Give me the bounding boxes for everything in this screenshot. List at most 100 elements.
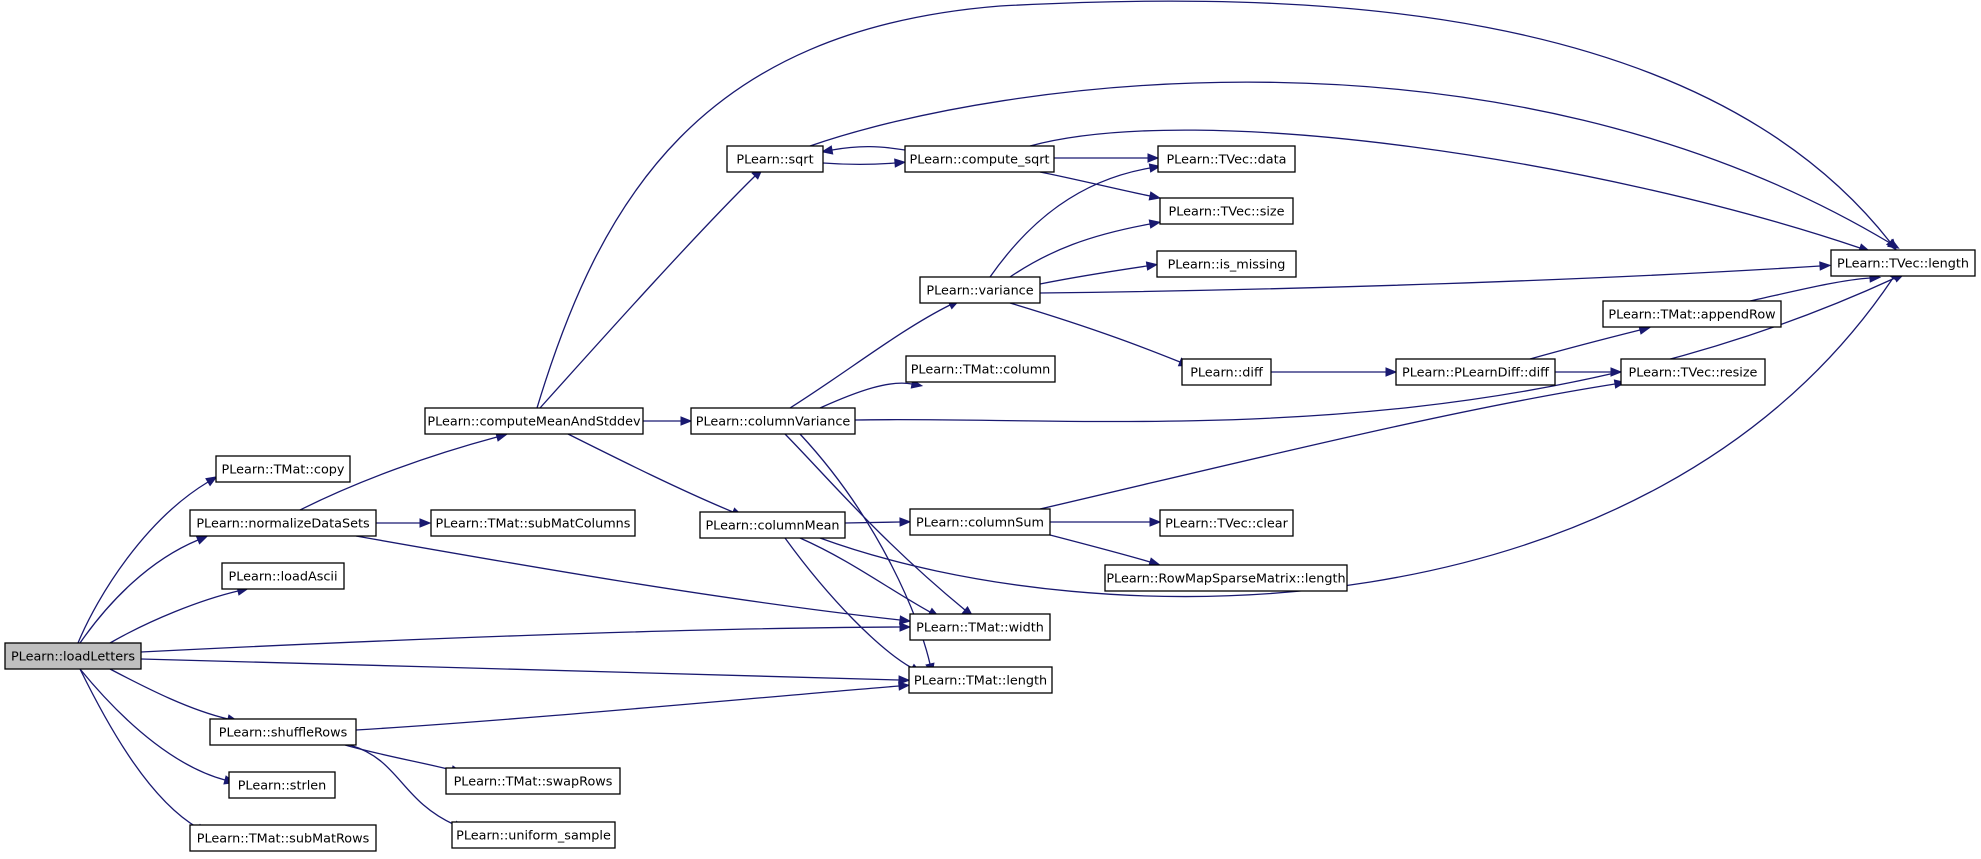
node-label: PLearn::diff bbox=[1190, 366, 1264, 381]
node-label: PLearn::columnVariance bbox=[696, 415, 851, 430]
node-tmat_width[interactable]: PLearn::TMat::width bbox=[909, 613, 1051, 641]
node-box[interactable] bbox=[1620, 358, 1766, 386]
edge-loadLetters-to-normalizeDataSets bbox=[79, 535, 209, 644]
node-variance[interactable]: PLearn::variance bbox=[919, 276, 1041, 304]
node-box[interactable] bbox=[1159, 197, 1294, 225]
node-is_missing[interactable]: PLearn::is_missing bbox=[1156, 250, 1297, 278]
node-tvec_data[interactable]: PLearn::TVec::data bbox=[1157, 145, 1296, 173]
edge-computeMeanAndStddev-to-sqrt bbox=[539, 168, 764, 409]
node-subMatColumns[interactable]: PLearn::TMat::subMatColumns bbox=[430, 509, 636, 537]
edge-line bbox=[109, 590, 239, 644]
edge-line bbox=[536, 0, 1891, 409]
edge-loadLetters-to-loadAscii bbox=[109, 586, 250, 644]
node-columnMean[interactable]: PLearn::columnMean bbox=[699, 511, 846, 539]
node-box[interactable] bbox=[909, 508, 1051, 536]
node-box[interactable] bbox=[430, 509, 636, 537]
edge-line bbox=[844, 521, 901, 524]
edge-compute_sqrt-to-sqrt bbox=[820, 145, 906, 155]
node-box[interactable] bbox=[189, 509, 377, 537]
node-subMatRows[interactable]: PLearn::TMat::subMatRows bbox=[189, 824, 377, 852]
arrowhead-icon bbox=[1610, 367, 1623, 377]
node-box[interactable] bbox=[189, 824, 377, 852]
node-label: PLearn::TVec::length bbox=[1837, 257, 1969, 272]
edge-columnSum-to-rowmap_length bbox=[1049, 534, 1161, 567]
node-label: PLearn::computeMeanAndStddev bbox=[427, 415, 641, 430]
node-columnVariance[interactable]: PLearn::columnVariance bbox=[690, 407, 856, 435]
edge-line bbox=[831, 145, 906, 151]
node-box[interactable] bbox=[228, 771, 336, 799]
arrowhead-icon bbox=[1148, 219, 1162, 229]
arrowhead-icon bbox=[1147, 153, 1160, 163]
node-tvec_length[interactable]: PLearn::TVec::length bbox=[1830, 249, 1976, 277]
node-appendRow[interactable]: PLearn::TMat::appendRow bbox=[1602, 300, 1782, 328]
node-normalizeDataSets[interactable]: PLearn::normalizeDataSets bbox=[189, 509, 377, 537]
node-box[interactable] bbox=[445, 767, 621, 795]
edge-computeMeanAndStddev-to-columnVariance bbox=[643, 416, 693, 426]
node-box[interactable] bbox=[1830, 249, 1976, 277]
node-box[interactable] bbox=[221, 562, 345, 590]
node-tmat_length[interactable]: PLearn::TMat::length bbox=[908, 666, 1053, 694]
node-tvec_size[interactable]: PLearn::TVec::size bbox=[1159, 197, 1294, 225]
arrowhead-icon bbox=[1148, 191, 1162, 201]
edge-compute_sqrt-to-tvec_size bbox=[1039, 171, 1162, 201]
node-box[interactable] bbox=[909, 613, 1051, 641]
node-box[interactable] bbox=[908, 666, 1053, 694]
edge-line bbox=[355, 535, 901, 621]
node-shuffleRows[interactable]: PLearn::shuffleRows bbox=[209, 718, 357, 746]
node-box[interactable] bbox=[1157, 145, 1296, 173]
arrowhead-icon bbox=[820, 145, 834, 155]
node-box[interactable] bbox=[424, 407, 644, 435]
edge-variance-to-tvec_size bbox=[1009, 219, 1162, 278]
node-sqrt[interactable]: PLearn::sqrt bbox=[726, 145, 824, 173]
arrowhead-icon bbox=[195, 535, 209, 545]
node-strlen[interactable]: PLearn::strlen bbox=[228, 771, 336, 799]
node-tvec_clear[interactable]: PLearn::TVec::clear bbox=[1159, 509, 1294, 537]
node-box[interactable] bbox=[919, 276, 1041, 304]
edge-line bbox=[819, 277, 1894, 598]
node-uniform_sample[interactable]: PLearn::uniform_sample bbox=[451, 821, 616, 849]
node-box[interactable] bbox=[699, 511, 846, 539]
node-loadAscii[interactable]: PLearn::loadAscii bbox=[221, 562, 345, 590]
edge-line bbox=[1039, 265, 1148, 285]
node-box[interactable] bbox=[451, 821, 616, 849]
node-box[interactable] bbox=[215, 455, 351, 483]
node-label: PLearn::loadLetters bbox=[11, 650, 135, 665]
node-tvec_resize[interactable]: PLearn::TVec::resize bbox=[1620, 358, 1766, 386]
node-box[interactable] bbox=[4, 642, 142, 670]
edge-line bbox=[989, 167, 1151, 278]
edge-line bbox=[1529, 329, 1641, 360]
edge-line bbox=[539, 175, 756, 409]
node-diff[interactable]: PLearn::diff bbox=[1181, 358, 1272, 386]
node-label: PLearn::normalizeDataSets bbox=[196, 517, 370, 532]
edge-line bbox=[79, 539, 199, 644]
node-tmat_column[interactable]: PLearn::TMat::column bbox=[905, 355, 1056, 383]
node-plearndiff_diff[interactable]: PLearn::PLearnDiff::diff bbox=[1395, 358, 1556, 386]
node-box[interactable] bbox=[1104, 564, 1348, 592]
edge-columnMean-to-columnSum bbox=[844, 517, 912, 527]
node-box[interactable] bbox=[1156, 250, 1297, 278]
node-box[interactable] bbox=[1159, 509, 1294, 537]
edge-line bbox=[799, 433, 931, 665]
node-box[interactable] bbox=[209, 718, 357, 746]
node-box[interactable] bbox=[1602, 300, 1782, 328]
node-label: PLearn::RowMapSparseMatrix::length bbox=[1106, 572, 1345, 587]
edge-variance-to-tvec_data bbox=[989, 163, 1162, 278]
node-box[interactable] bbox=[905, 355, 1056, 383]
node-columnSum[interactable]: PLearn::columnSum bbox=[909, 508, 1051, 536]
node-box[interactable] bbox=[904, 145, 1055, 173]
node-tmat_copy[interactable]: PLearn::TMat::copy bbox=[215, 455, 351, 483]
node-compute_sqrt[interactable]: PLearn::compute_sqrt bbox=[904, 145, 1055, 173]
node-rowmap_length[interactable]: PLearn::RowMapSparseMatrix::length bbox=[1104, 564, 1348, 592]
node-box[interactable] bbox=[690, 407, 856, 435]
node-computeMeanAndStddev[interactable]: PLearn::computeMeanAndStddev bbox=[424, 407, 644, 435]
node-label: PLearn::TVec::data bbox=[1166, 153, 1286, 168]
node-box[interactable] bbox=[726, 145, 824, 173]
node-box[interactable] bbox=[1181, 358, 1272, 386]
edge-line bbox=[1039, 171, 1151, 197]
edge-shuffleRows-to-tmat_length bbox=[355, 681, 911, 731]
edge-line bbox=[784, 433, 966, 611]
node-label: PLearn::sqrt bbox=[736, 153, 813, 168]
node-loadLetters[interactable]: PLearn::loadLetters bbox=[4, 642, 142, 670]
node-box[interactable] bbox=[1395, 358, 1556, 386]
node-swapRows[interactable]: PLearn::TMat::swapRows bbox=[445, 767, 621, 795]
